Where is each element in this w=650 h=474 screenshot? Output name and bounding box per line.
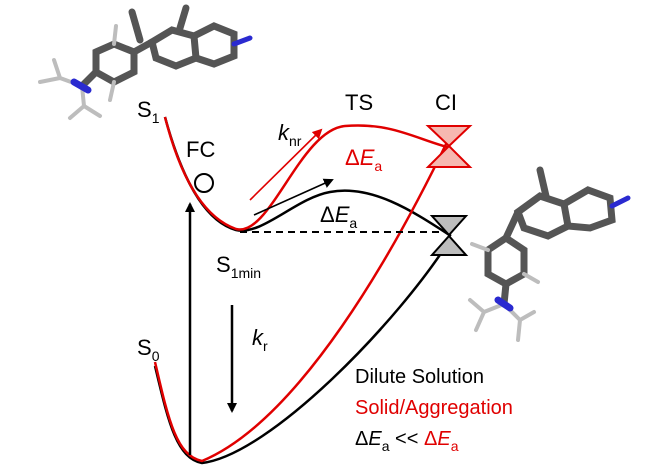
- knr-label: knr: [278, 120, 302, 149]
- ci-marker-solid: [425, 125, 473, 168]
- molecule-structure-top: [38, 4, 253, 120]
- kr-label: kr: [252, 325, 268, 354]
- knr-arrow-dilute: [253, 178, 334, 216]
- barrier-solid-label: ΔEa: [345, 145, 382, 174]
- s1-label: S1: [137, 97, 160, 126]
- ts-label: TS: [345, 90, 373, 115]
- fc-label: FC: [186, 137, 215, 162]
- s0-curve-solid: [153, 139, 450, 463]
- barrier-dilute-label: ΔEa: [320, 202, 357, 231]
- legend-solid: Solid/Aggregation: [355, 397, 513, 419]
- s0-label: S0: [137, 335, 160, 364]
- legend-comparison: ΔEa << ΔEa: [355, 428, 459, 454]
- s1-curve-solid: [163, 116, 452, 231]
- legend-dilute: Dilute Solution: [355, 366, 484, 388]
- fc-circle: [194, 173, 214, 193]
- ci-label: CI: [435, 90, 457, 115]
- s1min-label: S1min: [216, 252, 261, 281]
- ci-marker-dilute: [429, 215, 469, 256]
- molecule-structure-right: [468, 166, 631, 342]
- knr-arrow-solid: [249, 128, 323, 201]
